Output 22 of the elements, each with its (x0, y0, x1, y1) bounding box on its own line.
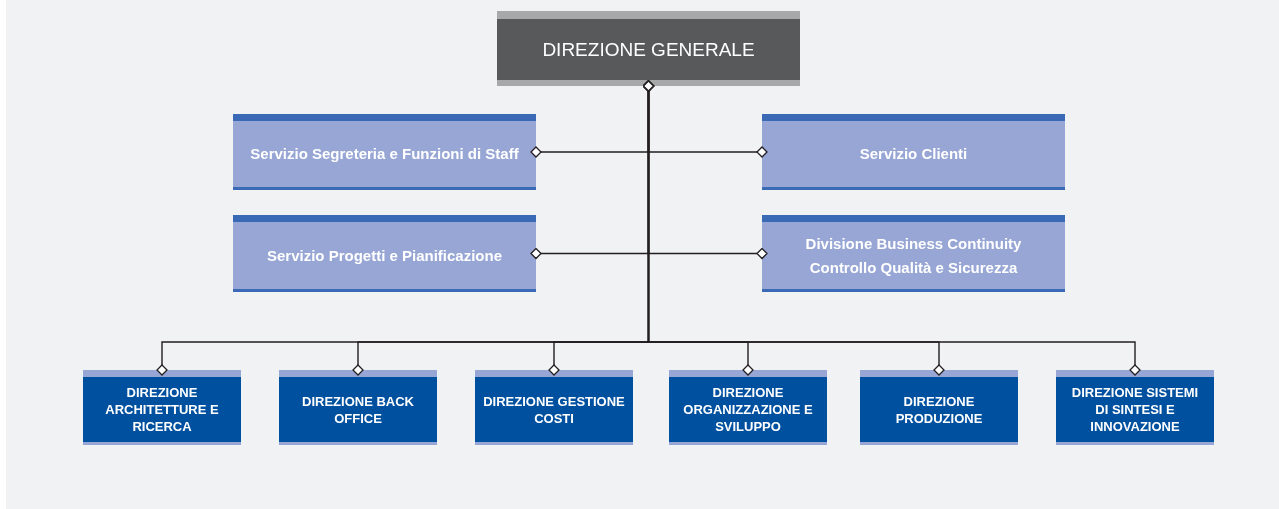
unit-name: DIREZIONE SISTEMI DI SINTESI E INNOVAZIONE (1070, 384, 1200, 435)
department-box (1056, 370, 1214, 445)
staff-unit-box (762, 114, 1065, 190)
unit-name: DIREZIONE GENERALE (542, 38, 755, 61)
department-box (83, 370, 241, 445)
executive-box (497, 11, 800, 86)
department-box (475, 370, 633, 445)
unit-name: DIREZIONE ARCHITETTURE E RICERCA (104, 384, 220, 435)
unit-name: DIREZIONE GESTIONE COSTI (483, 392, 625, 427)
unit-name: Divisione Business Continuity Controllo Qualità e Sicurezza (804, 233, 1023, 278)
department-box (860, 370, 1018, 445)
department-box (669, 370, 827, 445)
unit-name: DIREZIONE PRODUZIONE (894, 392, 984, 427)
staff-unit-box (233, 114, 536, 190)
staff-unit-box (233, 215, 536, 292)
unit-name: Servizio Segreteria e Funzioni di Staff (250, 144, 519, 164)
unit-name: DIREZIONE BACK OFFICE (301, 392, 415, 427)
unit-name: DIREZIONE ORGANIZZAZIONE E SVILUPPO (682, 384, 814, 435)
unit-name: Servizio Clienti (859, 144, 968, 164)
department-box (279, 370, 437, 445)
staff-unit-box (762, 215, 1065, 292)
unit-name: Servizio Progetti e Pianificazione (266, 245, 503, 266)
